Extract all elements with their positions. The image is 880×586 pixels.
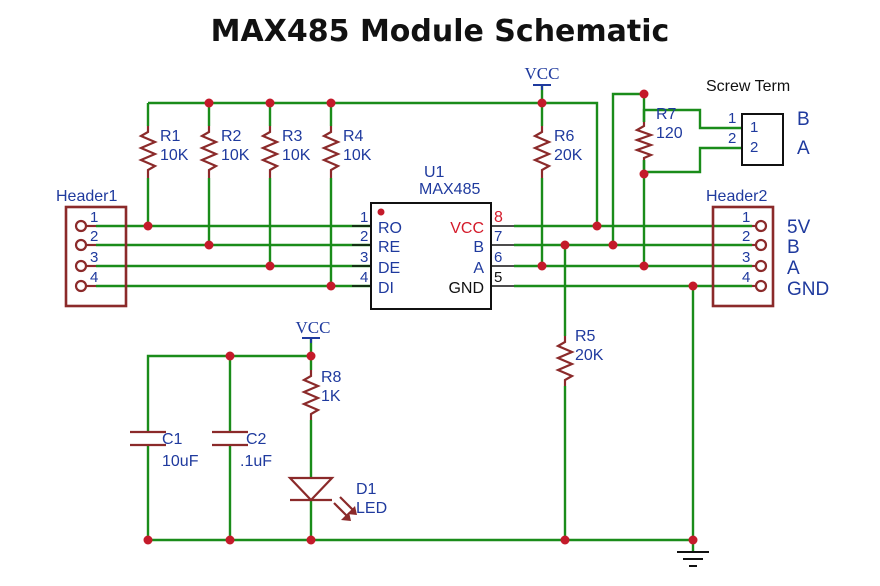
header2-pin-4: 4 xyxy=(742,269,750,286)
u1-pin-7-num: 7 xyxy=(494,228,502,245)
vcc-label-top: VCC xyxy=(525,64,560,83)
header2-signal-gnd: GND xyxy=(787,279,829,300)
r2-symbol xyxy=(199,126,219,178)
header1-pin-4: 4 xyxy=(90,269,98,286)
r4-symbol xyxy=(321,126,341,178)
c2-value: .1uF xyxy=(240,453,272,470)
vcc-symbol-bottom xyxy=(302,337,320,343)
u1-pin-5-num: 5 xyxy=(494,269,502,286)
screw-b-wire xyxy=(642,108,742,130)
u1-pin-gnd: GND xyxy=(448,280,484,297)
u1-pin-ro: RO xyxy=(378,220,402,237)
header1-pin-2: 2 xyxy=(90,228,98,245)
u1-pin-8-num: 8 xyxy=(494,209,503,226)
u1-part: MAX485 xyxy=(419,181,480,198)
screw-pin-2-inner: 2 xyxy=(750,139,758,156)
r1-value: 10K xyxy=(160,147,189,164)
r8-symbol xyxy=(301,370,321,420)
vcc-label-bottom: VCC xyxy=(296,318,331,337)
u1-pin-3-num: 3 xyxy=(360,249,368,266)
r7-wire xyxy=(611,92,646,266)
r7-ref: R7 xyxy=(656,106,677,123)
u1-pin-6-num: 6 xyxy=(494,249,502,266)
r4-ref: R4 xyxy=(343,128,364,145)
header2-pin-3: 3 xyxy=(742,249,750,266)
header2-signal-b: B xyxy=(787,237,800,258)
r1-symbol xyxy=(138,126,158,178)
d1-value: LED xyxy=(356,500,387,517)
screw-pin-1-outer: 1 xyxy=(728,110,736,127)
top-bus-wire xyxy=(148,101,599,226)
r1-ref: R1 xyxy=(160,128,181,145)
u1-ref: U1 xyxy=(424,164,445,181)
u1-symbol xyxy=(352,202,514,310)
page-title: MAX485 Module Schematic xyxy=(210,14,670,49)
u1-pin-di: DI xyxy=(378,280,394,297)
r6-symbol xyxy=(532,126,552,178)
r2-value: 10K xyxy=(221,147,250,164)
r5-value: 20K xyxy=(575,347,604,364)
junctions xyxy=(143,89,698,545)
c1-ref: C1 xyxy=(162,431,183,448)
screw-term-label: Screw Term xyxy=(706,78,790,95)
header1-label: Header1 xyxy=(56,188,117,205)
header2-pin-2: 2 xyxy=(742,228,750,245)
r7-value: 120 xyxy=(656,125,683,142)
r8-ref: R8 xyxy=(321,369,342,386)
r3-ref: R3 xyxy=(282,128,303,145)
r7-symbol xyxy=(633,122,655,160)
screw-pin-2-outer: 2 xyxy=(728,130,736,147)
r3-value: 10K xyxy=(282,147,311,164)
header1-pin-1: 1 xyxy=(90,209,98,226)
screw-signal-b: B xyxy=(797,109,810,130)
c2-ref: C2 xyxy=(246,431,267,448)
r6-value: 20K xyxy=(554,147,583,164)
r4-value: 10K xyxy=(343,147,372,164)
ground-symbol xyxy=(677,551,709,567)
u1-pin-1-num: 1 xyxy=(360,209,368,226)
r6-ref: R6 xyxy=(554,128,575,145)
u1-pin-vcc: VCC xyxy=(450,220,484,237)
screw-a-wire xyxy=(642,146,742,174)
u1-pin-re: RE xyxy=(378,239,400,256)
r5-symbol xyxy=(555,336,575,386)
r5-ref: R5 xyxy=(575,328,596,345)
r2-ref: R2 xyxy=(221,128,242,145)
screw-terminal-symbol xyxy=(741,113,784,166)
r8-value: 1K xyxy=(321,388,341,405)
screw-pin-1-inner: 1 xyxy=(750,119,758,136)
d1-ref: D1 xyxy=(356,481,377,498)
u1-pin-a: A xyxy=(473,260,484,277)
header1-symbol xyxy=(64,205,128,308)
header2-label: Header2 xyxy=(706,188,767,205)
header2-symbol xyxy=(711,205,775,308)
u1-pin-b: B xyxy=(473,239,484,256)
c2-symbol xyxy=(212,430,248,447)
u1-pin-2-num: 2 xyxy=(360,228,368,245)
header1-pin-3: 3 xyxy=(90,249,98,266)
r3-symbol xyxy=(260,126,280,178)
d1-led-symbol xyxy=(287,476,357,521)
c1-value: 10uF xyxy=(162,453,199,470)
vcc-symbol-top xyxy=(533,84,551,90)
header2-signal-a: A xyxy=(787,258,800,279)
screw-signal-a: A xyxy=(797,138,810,159)
u1-pin-de: DE xyxy=(378,260,400,277)
header2-signal-5v: 5V xyxy=(787,217,811,238)
header2-pin-1: 1 xyxy=(742,209,750,226)
u1-pin-4-num: 4 xyxy=(360,269,368,286)
c1-symbol xyxy=(130,430,166,447)
